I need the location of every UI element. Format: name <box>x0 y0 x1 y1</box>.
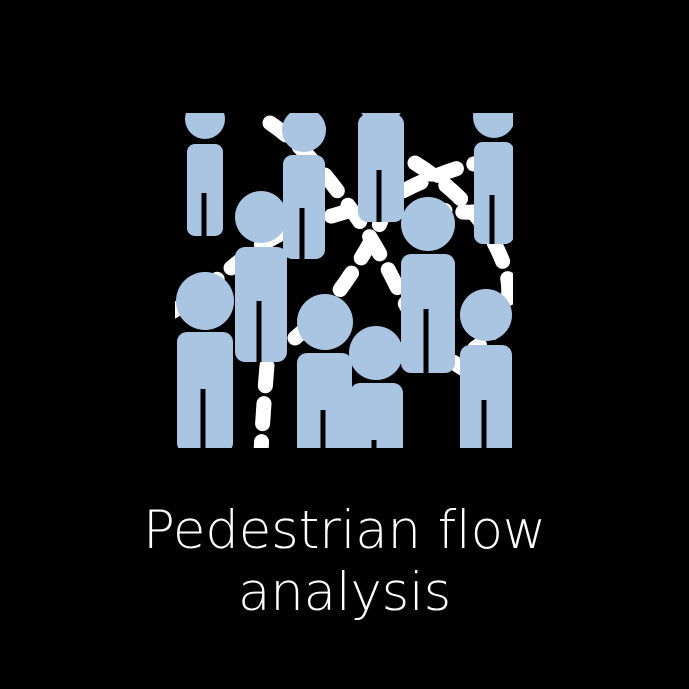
figure-leg-gap <box>423 309 429 373</box>
figure-head <box>473 113 513 138</box>
caption: Pedestrian flow analysis <box>0 500 689 624</box>
figure-5 <box>235 191 287 362</box>
figure-body <box>283 155 325 259</box>
pedestrian-figure-group <box>176 113 513 448</box>
figure-3 <box>358 113 404 222</box>
figure-1 <box>185 113 225 236</box>
figure-7 <box>176 272 234 448</box>
figure-head <box>176 272 234 330</box>
caption-line-2: analysis <box>238 562 451 623</box>
figure-9 <box>349 326 403 448</box>
figure-body <box>350 383 403 448</box>
figure-leg-gap <box>200 389 206 448</box>
figure-head <box>297 294 353 350</box>
figure-body <box>358 114 404 222</box>
pedestrian-flow-analysis-icon <box>175 113 513 448</box>
figure-head <box>185 113 225 139</box>
figure-10 <box>460 289 512 448</box>
figure-body <box>474 142 513 244</box>
caption-line-1: Pedestrian flow <box>143 500 546 561</box>
figure-leg-gap <box>256 301 262 362</box>
figure-leg-gap <box>481 400 487 448</box>
figure-head <box>282 113 326 152</box>
figure-leg-gap <box>371 440 377 448</box>
figure-head <box>401 197 455 251</box>
figure-leg-gap <box>201 193 207 236</box>
figure-body <box>297 353 352 448</box>
figure-leg-gap <box>376 170 382 222</box>
flow-path-1 <box>175 150 513 319</box>
figure-leg-gap <box>489 195 495 244</box>
figure-body <box>187 144 223 236</box>
figure-head <box>235 191 287 243</box>
figure-body <box>460 345 512 448</box>
pedestrian-flow-svg <box>175 113 513 448</box>
figure-leg-gap <box>299 208 305 259</box>
figure-8 <box>297 294 353 448</box>
figure-leg-gap <box>320 410 326 448</box>
figure-head <box>349 326 403 380</box>
figure-2 <box>282 113 326 259</box>
figure-6 <box>401 197 455 373</box>
figure-head <box>460 289 512 341</box>
figure-4 <box>473 113 513 244</box>
